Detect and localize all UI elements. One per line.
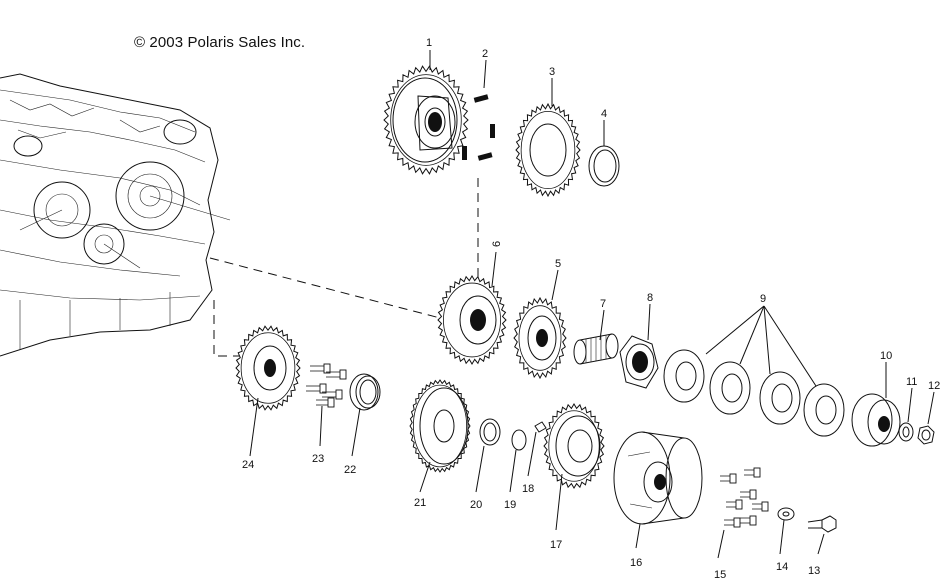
gear-6 [437,275,507,365]
key-18 [534,421,547,433]
leader-lines [249,50,935,559]
callout-10: 10 [880,350,892,362]
bolts-23 [306,363,347,408]
callout-15: 15 [714,569,726,579]
callout-17: 17 [550,539,562,551]
washer-14 [777,507,795,521]
bushing-8 [619,335,659,389]
callout-13: 13 [808,565,820,577]
gear-1-teeth [383,65,469,175]
clutch-discs-9 [663,349,845,437]
clutch-hub-10 [851,393,901,447]
callout-24: 24 [242,459,254,471]
washer-11 [898,422,914,442]
callout-2: 2 [482,48,488,60]
needle-bearing-7 [573,333,619,365]
callout-21: 21 [414,497,426,509]
callout-labels: 1 2 3 4 5 6 7 8 9 10 11 12 13 14 15 16 1… [242,37,940,579]
bearing-22 [349,373,381,411]
callout-5: 5 [555,258,561,270]
pins-2 [462,94,495,161]
gear-21 [409,379,471,473]
callout-23: 23 [312,453,324,465]
callout-12: 12 [928,380,940,392]
snap-ring-19 [511,429,527,451]
callout-8: 8 [647,292,653,304]
callout-22: 22 [344,464,356,476]
callout-11: 11 [906,376,917,388]
callout-14: 14 [776,561,788,573]
gear-24 [235,325,301,411]
gear-5 [513,296,567,380]
callout-7: 7 [600,298,606,310]
washer-20 [479,418,501,446]
callout-9: 9 [760,293,766,305]
nut-12 [917,425,935,445]
alignment-lines [209,178,479,357]
copyright-text: © 2003 Polaris Sales Inc. [134,34,306,51]
clutch-drum-16 [613,431,703,525]
callout-20: 20 [470,499,482,511]
callout-16: 16 [630,557,642,569]
gear-1 [383,65,469,175]
callout-4: 4 [601,108,607,120]
callout-3: 3 [549,66,555,78]
gear-3-teeth [515,102,581,198]
gear-3 [515,102,581,198]
callout-6: 6 [491,241,503,247]
callout-1: 1 [426,37,432,49]
bolt-13 [807,515,837,533]
gear-17-teeth [543,403,605,489]
callout-18: 18 [522,483,534,495]
snap-ring-4 [588,145,620,187]
bolts-15 [720,467,769,528]
gear-17 [543,403,605,489]
gear-21-teeth [409,379,471,473]
engine-case [0,73,231,357]
callout-19: 19 [504,499,516,511]
